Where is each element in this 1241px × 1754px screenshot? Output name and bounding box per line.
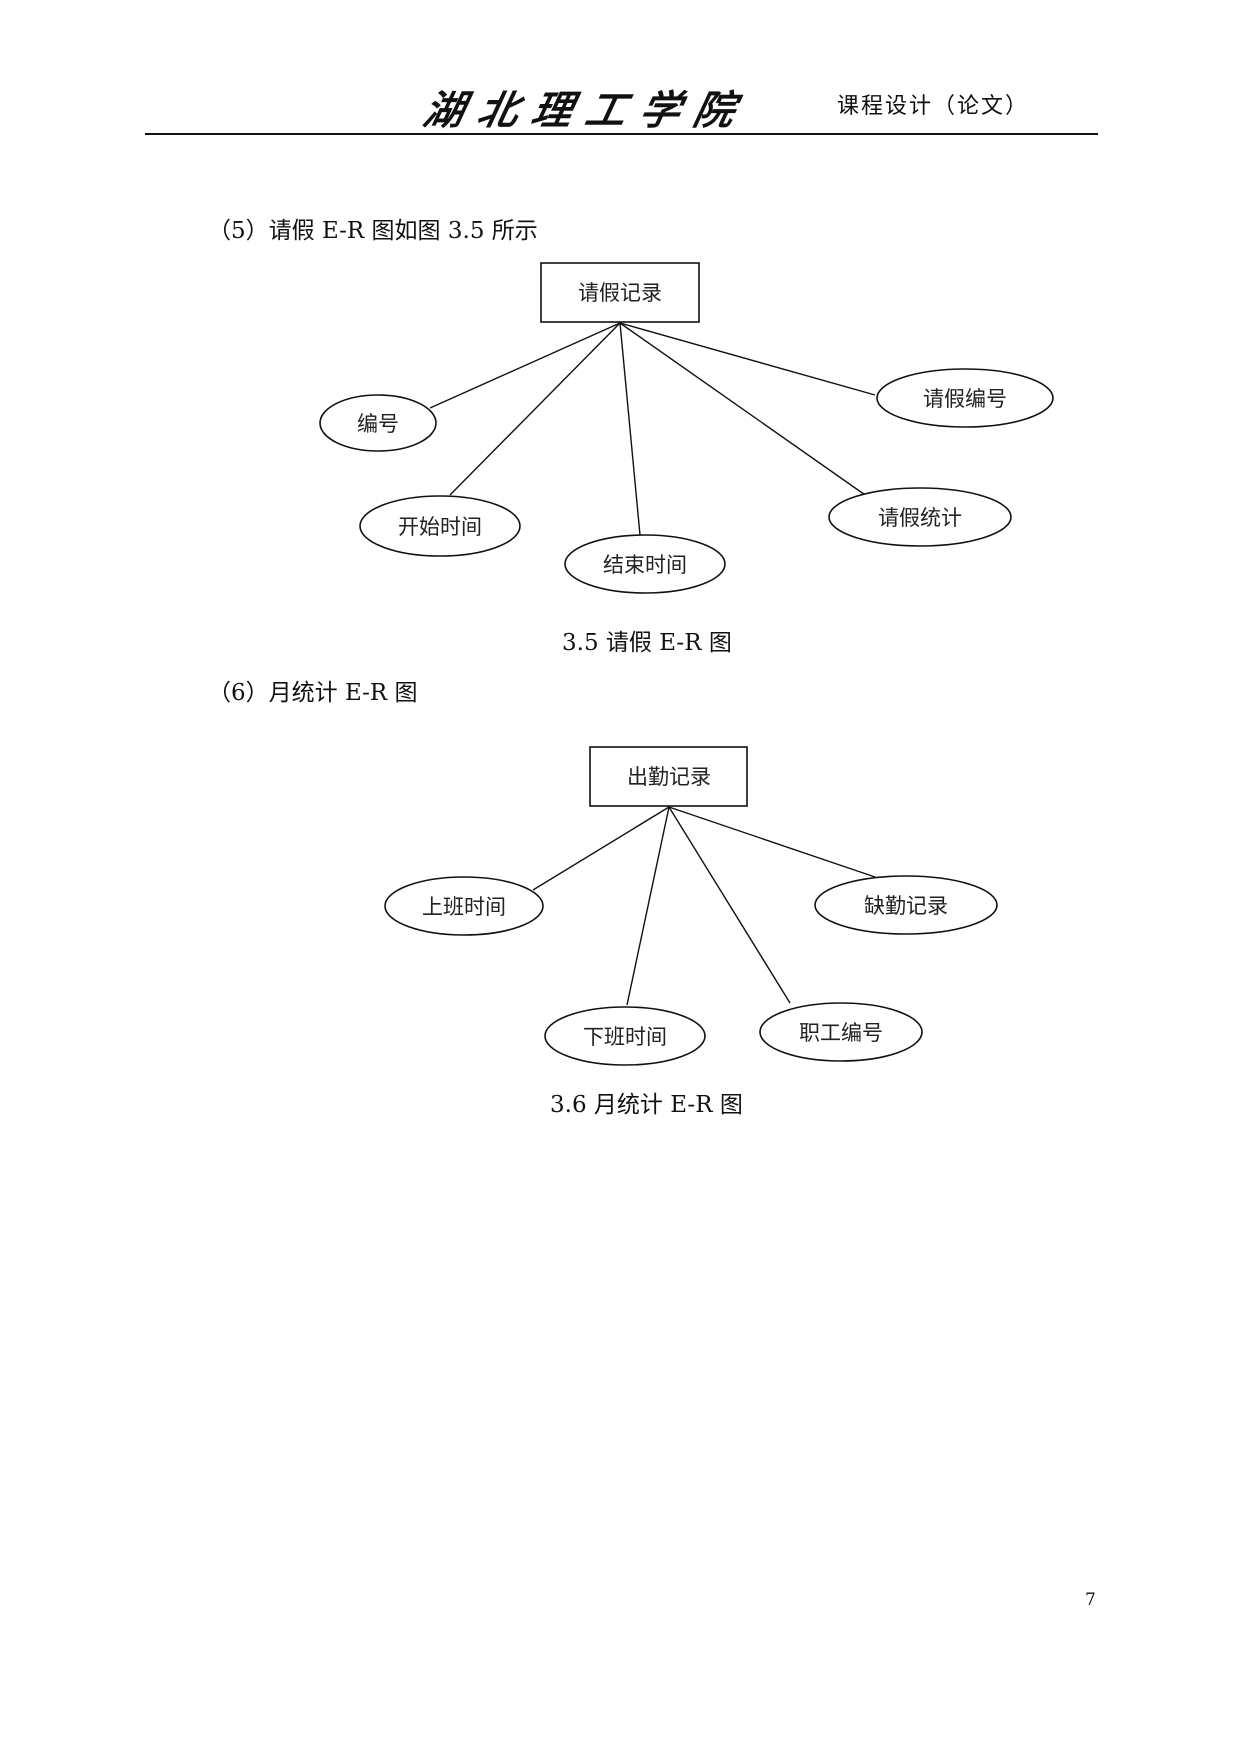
entity-leave-record-label: 请假记录 xyxy=(578,281,662,305)
attr-leave-stats xyxy=(828,487,1012,547)
attr-leave-end-label: 结束时间 xyxy=(603,553,687,577)
section-6-heading: （6）月统计 E-R 图 xyxy=(208,680,418,706)
edge-attendance-employee xyxy=(668,806,791,1004)
section-5-heading: （5）请假 E-R 图如图 3.5 所示 xyxy=(208,218,538,244)
attr-leave-number xyxy=(876,368,1054,428)
attr-leave-start-label: 开始时间 xyxy=(398,515,482,539)
edge-attendance-checkout xyxy=(626,806,670,1006)
header-divider xyxy=(145,133,1098,135)
header-doc-type: 课程设计（论文） xyxy=(837,94,1030,119)
attr-leave-end xyxy=(564,534,726,594)
attr-absence-record-label: 缺勤记录 xyxy=(864,894,948,918)
edge-leave-end xyxy=(619,322,641,536)
entity-attendance-record xyxy=(589,746,748,807)
entity-leave-record xyxy=(540,262,700,323)
figure-3-6-caption: 3.6 月统计 E-R 图 xyxy=(550,1092,743,1118)
edge-leave-start xyxy=(449,322,621,496)
page-number: 7 xyxy=(1085,1590,1096,1610)
er-diagram-attendance: 出勤记录 上班时间 下班时间 职工编号 缺勤记录 xyxy=(384,746,998,1066)
attr-employee-id xyxy=(759,1002,923,1062)
attr-leave-start xyxy=(359,495,521,557)
attr-checkin-time-label: 上班时间 xyxy=(422,895,506,919)
attr-leave-id-label: 编号 xyxy=(357,412,399,436)
edge-attendance-checkin xyxy=(532,806,670,891)
edge-leave-id xyxy=(429,322,621,409)
attr-checkout-time-label: 下班时间 xyxy=(583,1025,667,1049)
attr-checkout-time xyxy=(544,1006,706,1066)
attr-employee-id-label: 职工编号 xyxy=(799,1021,883,1045)
edge-leave-stats xyxy=(619,322,869,498)
attr-leave-stats-label: 请假统计 xyxy=(878,506,962,530)
edge-attendance-absence xyxy=(668,806,876,878)
figure-3-5-caption: 3.5 请假 E-R 图 xyxy=(562,630,732,656)
attr-absence-record xyxy=(814,875,998,935)
edge-leave-number xyxy=(619,322,876,396)
attr-checkin-time xyxy=(384,876,544,936)
er-diagram-leave: 请假记录 编号 开始时间 结束时间 请假统计 请假编号 xyxy=(319,262,1054,594)
attr-leave-id xyxy=(319,394,437,452)
attr-leave-number-label: 请假编号 xyxy=(923,387,1007,411)
entity-attendance-record-label: 出勤记录 xyxy=(627,765,711,789)
